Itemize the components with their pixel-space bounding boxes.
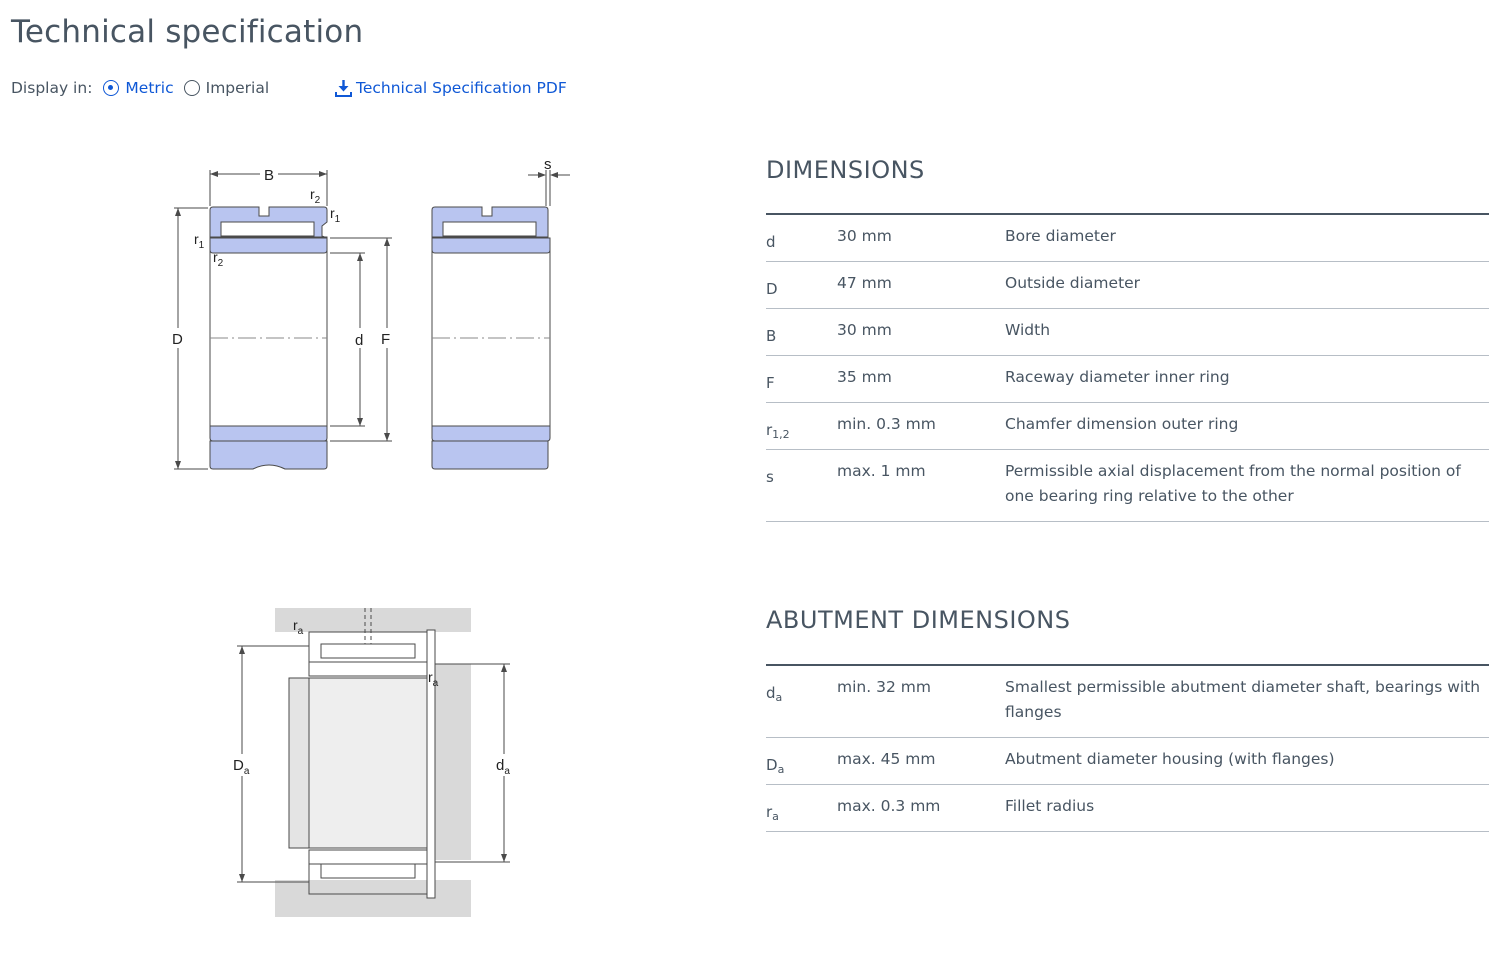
row-description: Smallest permissible abutment diameter s… (1005, 678, 1481, 721)
metric-radio[interactable] (103, 80, 120, 96)
imperial-label[interactable]: Imperial (205, 79, 270, 97)
row-value: max. 0.3 mm (837, 797, 941, 815)
table-row: B 30 mm Width (766, 309, 1489, 356)
row-description: Width (1005, 321, 1051, 339)
row-value: min. 32 mm (837, 678, 931, 696)
outer-ring-bottom-right (431, 440, 549, 470)
table-row: da min. 32 mm Smallest permissible abutmen… (766, 665, 1489, 738)
label-r2-inner: r2 (213, 249, 224, 269)
row-description: Raceway diameter inner ring (1005, 368, 1230, 386)
display-units-selector: Display in: Metric Imperial (11, 77, 279, 99)
row-description: Permissible axial displacement from the … (1005, 462, 1461, 505)
table-row: d 30 mm Bore diameter (766, 214, 1489, 262)
label-r1-left: r1 (194, 231, 205, 251)
label-D: D (172, 331, 183, 348)
row-symbol: B (766, 327, 777, 345)
row-symbol: D (766, 280, 778, 298)
row-symbol: Da (766, 756, 785, 776)
table-row: D 47 mm Outside diameter (766, 262, 1489, 309)
inner-ring-top-right (431, 237, 551, 254)
row-value: 30 mm (837, 227, 892, 245)
inner-ring-top-left (209, 237, 328, 254)
metric-label[interactable]: Metric (125, 79, 174, 97)
row-symbol: s (766, 468, 774, 486)
display-label: Display in: (11, 79, 93, 97)
metric-option[interactable]: Metric (103, 79, 174, 97)
table-row: Da max. 45 mm Abutment diameter housing (w… (766, 738, 1489, 785)
row-symbol: da (766, 684, 783, 704)
row-description: Bore diameter (1005, 227, 1116, 245)
table-row: s max. 1 mm Permissible axial displacement… (766, 450, 1489, 522)
row-value: 30 mm (837, 321, 892, 339)
imperial-option[interactable]: Imperial (183, 79, 270, 97)
row-value: max. 45 mm (837, 750, 936, 768)
inner-ring-bottom-right (431, 425, 551, 442)
row-value: 47 mm (837, 274, 892, 292)
shaft-right (435, 664, 471, 860)
row-value: max. 1 mm (837, 462, 926, 480)
label-d: d (355, 332, 363, 349)
label-s: s (544, 156, 552, 173)
row-value: 35 mm (837, 368, 892, 386)
row-symbol: ra (766, 803, 779, 823)
housing-top (275, 608, 471, 632)
housing-bottom (275, 880, 471, 917)
page-title: Technical specification (11, 14, 364, 50)
label-B: B (264, 167, 274, 184)
label-da: da (496, 757, 510, 777)
row-symbol: r1,2 (766, 421, 790, 441)
roller-top-left (220, 221, 315, 237)
row-value: min. 0.3 mm (837, 415, 936, 433)
row-symbol: d (766, 233, 776, 251)
label-ra-top: ra (293, 617, 304, 637)
row-symbol: F (766, 374, 775, 392)
label-F: F (381, 331, 390, 348)
shaft-body (288, 677, 436, 849)
retainer-ring (426, 629, 436, 899)
label-r2-top: r2 (310, 186, 321, 206)
dimensions-heading: DIMENSIONS (766, 156, 925, 184)
row-description: Fillet radius (1005, 797, 1095, 815)
bearing-dimensions-diagram: B D d F s r2 r1 r1 r2 (172, 156, 570, 470)
abutment-table: da min. 32 mm Smallest permissible abutmen… (766, 663, 1489, 832)
label-r1-right: r1 (330, 205, 341, 225)
label-Da: Da (233, 757, 250, 777)
row-description: Abutment diameter housing (with flanges) (1005, 750, 1335, 768)
abutment-diagram: Da da ra ra (233, 608, 510, 917)
abutment-heading: ABUTMENT DIMENSIONS (766, 606, 1071, 634)
pdf-link-label: Technical Specification PDF (356, 79, 567, 97)
table-row: ra max. 0.3 mm Fillet radius (766, 785, 1489, 832)
download-icon (335, 79, 352, 97)
inner-ring-bottom-left (209, 425, 328, 442)
imperial-radio[interactable] (183, 80, 200, 96)
roller-top-right (442, 221, 537, 237)
row-description: Outside diameter (1005, 274, 1141, 292)
row-description: Chamfer dimension outer ring (1005, 415, 1239, 433)
table-row: r1,2 min. 0.3 mm Chamfer dimension outer r… (766, 403, 1489, 450)
technical-specification-pdf-link[interactable]: Technical Specification PDF (334, 77, 567, 99)
label-ra-right: ra (428, 669, 439, 689)
outer-ring-bottom-left (209, 440, 328, 470)
table-row: F 35 mm Raceway diameter inner ring (766, 356, 1489, 403)
